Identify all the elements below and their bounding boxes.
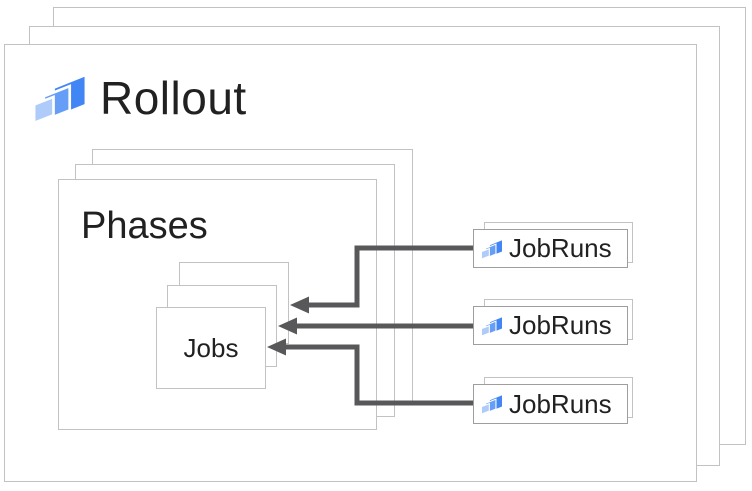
- jobruns-2-label: JobRuns: [509, 310, 612, 340]
- cloud-deploy-icon: [481, 393, 503, 415]
- jobruns-3-card: JobRuns: [473, 384, 628, 424]
- jobruns-3-label: JobRuns: [509, 388, 612, 419]
- rollout-title: Rollout: [100, 72, 247, 124]
- cloud-deploy-icon: [481, 238, 503, 260]
- rollout-header: Rollout: [33, 71, 247, 125]
- jobs-card-front: Jobs: [156, 307, 266, 389]
- jobruns-2-card: JobRuns: [473, 306, 628, 345]
- cloud-deploy-icon: [481, 315, 503, 337]
- cloud-deploy-icon: [33, 72, 87, 125]
- jobs-title: Jobs: [183, 332, 239, 363]
- phases-title: Phases: [81, 205, 208, 247]
- jobruns-1-card: JobRuns: [473, 229, 628, 268]
- jobruns-1-label: JobRuns: [509, 233, 612, 263]
